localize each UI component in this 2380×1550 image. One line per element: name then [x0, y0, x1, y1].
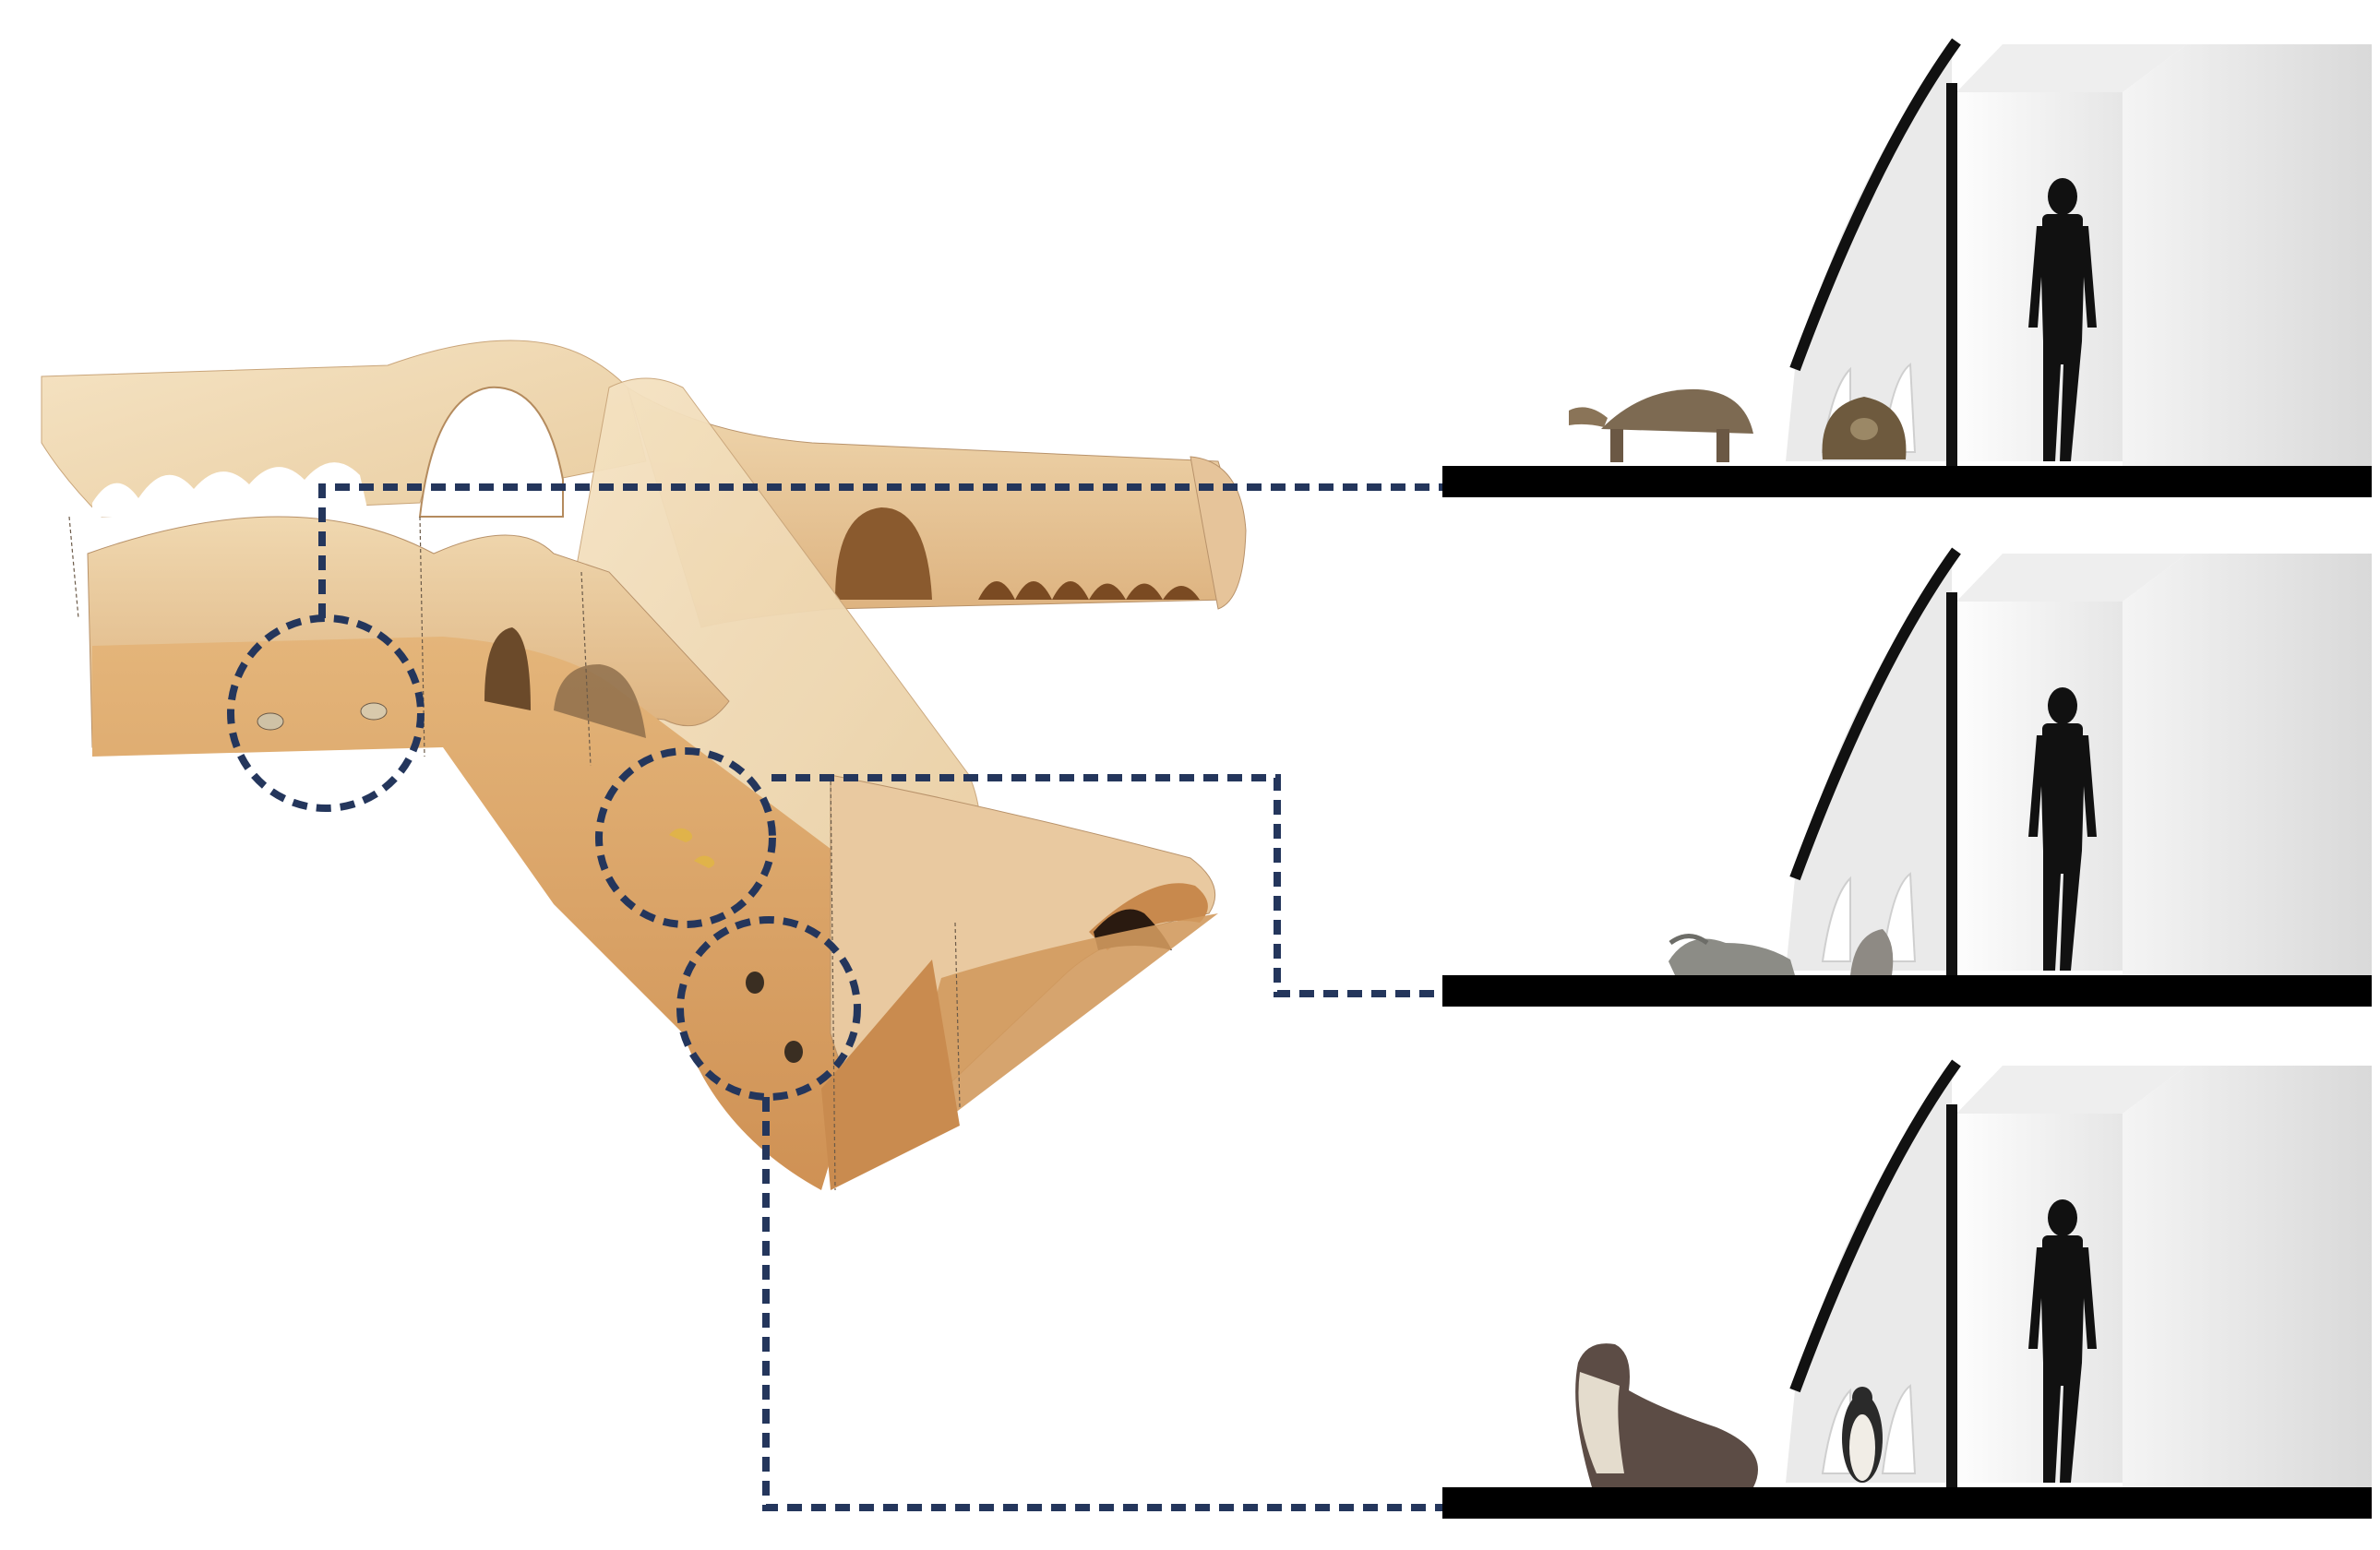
upper-right-tube-end	[1190, 456, 1247, 610]
glass-enclosure	[1786, 46, 1952, 461]
section-2	[1442, 547, 2372, 1007]
iguana-small-icon	[1850, 929, 1894, 975]
callout-circle-1	[227, 614, 425, 812]
lower-arch-2	[554, 664, 646, 738]
section-cut-lines	[68, 516, 961, 1191]
person-silhouette-icon	[2028, 1199, 2097, 1483]
connector-3	[762, 1097, 1442, 1511]
divider-post	[1946, 1104, 1957, 1487]
divider-post	[1946, 592, 1957, 975]
model-iguana-2	[694, 855, 715, 868]
room-ceiling-wedge	[1956, 554, 2187, 602]
glass-arc	[1789, 38, 1961, 372]
callout-circle-2	[595, 747, 776, 928]
floor-slab	[1442, 975, 2372, 1007]
person-silhouette-icon	[2028, 687, 2097, 971]
connector-2	[771, 774, 1442, 997]
model-penguin-1	[746, 972, 764, 994]
room-ceiling-wedge	[1956, 1066, 2187, 1114]
tortoise-icon	[1569, 388, 1753, 462]
funnel-end-floor	[821, 960, 960, 1190]
upper-right-arch	[835, 507, 932, 600]
model-penguin-2	[784, 1041, 803, 1063]
upper-right-scallops	[978, 581, 1200, 600]
iguana-icon	[1668, 934, 1795, 975]
glass-arc	[1789, 547, 1961, 881]
callout-circle-3	[676, 916, 861, 1101]
glass-enclosure	[1786, 555, 1952, 971]
room-right-wall	[2123, 554, 2372, 978]
divider-post	[1946, 83, 1957, 466]
room-right-wall	[2123, 44, 2372, 469]
model-tortoise-1	[257, 712, 284, 731]
section-1	[1442, 38, 2372, 497]
funnel-floor	[929, 913, 1218, 1116]
connector-1	[318, 483, 1442, 618]
floor-slab	[1442, 1487, 2372, 1519]
penguin-icon	[1842, 1387, 1883, 1483]
glass-arc	[1789, 1059, 1961, 1393]
room-ceiling-wedge	[1956, 44, 2187, 92]
floor-slab	[1442, 466, 2372, 497]
room-right-wall	[2123, 1066, 2372, 1490]
lower-arch-1	[484, 627, 531, 710]
model-tortoise-2	[360, 702, 388, 721]
sea-lion-icon	[1575, 1343, 1758, 1487]
model-iguana-1	[669, 828, 693, 842]
callouts	[227, 483, 1442, 1511]
upper-scallops	[92, 462, 369, 517]
tortoise-front-icon	[1822, 397, 1907, 459]
lower-sand-floor	[92, 637, 923, 1190]
person-silhouette-icon	[2028, 178, 2097, 461]
glass-enclosure	[1786, 1067, 1952, 1483]
section-3	[1442, 1059, 2372, 1519]
